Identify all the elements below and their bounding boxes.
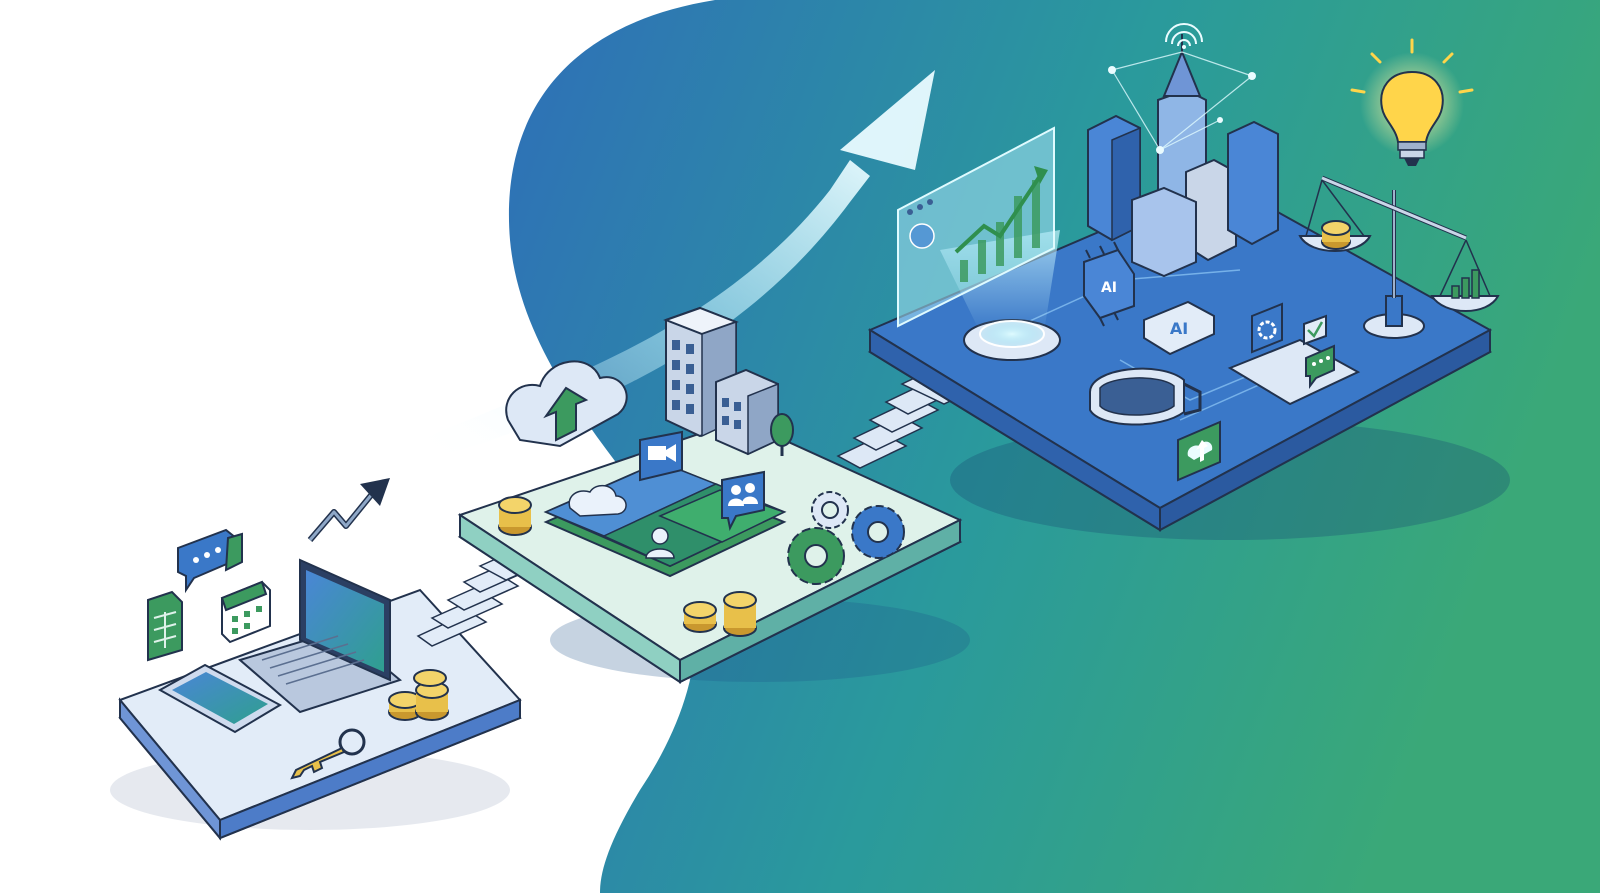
smartphone-icon xyxy=(157,663,283,734)
chat-bubble-icon xyxy=(177,528,243,594)
balance-scale-icon xyxy=(1298,175,1500,339)
laptop-icon xyxy=(237,558,403,714)
vr-headset-icon xyxy=(1089,367,1202,426)
dashboard-chart-icon xyxy=(897,126,1055,328)
office-building-icon xyxy=(663,306,779,456)
cloud-icon xyxy=(568,484,627,517)
user-icon xyxy=(645,527,675,559)
skyscraper-icon xyxy=(1087,34,1279,278)
coin-stack-icon xyxy=(388,669,449,721)
spreadsheet-icon xyxy=(147,590,183,662)
lightbulb-icon xyxy=(1350,38,1474,166)
growth-arrow-icon xyxy=(307,478,390,542)
wifi-icon xyxy=(1165,23,1203,49)
ai-chip-icon: AI xyxy=(1083,241,1135,327)
ai-badge-label: AI xyxy=(1170,319,1188,338)
team-icon xyxy=(721,470,765,532)
calendar-icon xyxy=(220,580,271,644)
gear-icon xyxy=(787,491,905,585)
settings-card-icon xyxy=(1227,302,1361,406)
rising-arrow-icon xyxy=(420,70,935,460)
video-camera-icon xyxy=(639,430,683,482)
key-icon xyxy=(290,728,366,780)
ai-badge-icon: AI xyxy=(1143,300,1215,356)
coin-stack-icon xyxy=(498,496,757,637)
ai-chip-label: AI xyxy=(1101,280,1117,296)
tree-icon xyxy=(770,413,794,456)
platform-starter xyxy=(110,588,522,841)
cloud-upload-icon xyxy=(505,360,628,448)
cloud-upload-icon xyxy=(1177,420,1221,482)
